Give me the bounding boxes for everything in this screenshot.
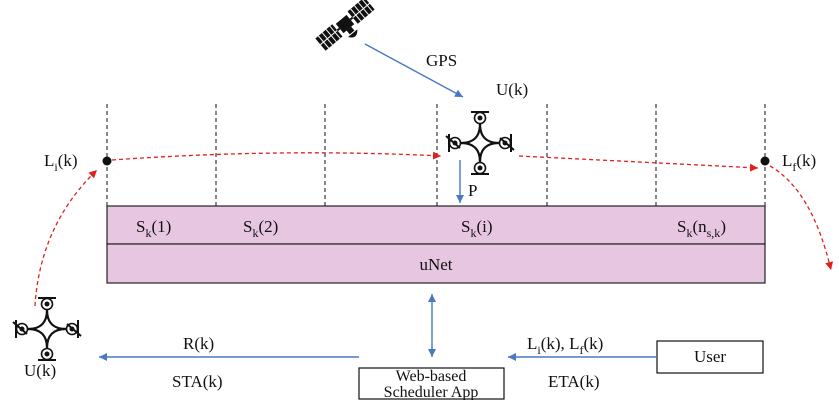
segments-band xyxy=(106,205,766,245)
segment-label-1: Sk(1) xyxy=(136,217,171,240)
satellite-icon xyxy=(315,0,375,51)
end-location-label: Lf(k) xyxy=(782,151,816,174)
user-label: User xyxy=(694,347,726,366)
segment-label-n: Sk(ns,k) xyxy=(677,217,726,240)
drone-bottom-label: U(k) xyxy=(24,361,56,380)
scheduler-line-1: Web-based xyxy=(396,368,467,385)
end-node xyxy=(760,156,770,166)
gps-arrow xyxy=(364,43,464,98)
sta-label: STA(k) xyxy=(172,372,223,391)
scheduler-app-box xyxy=(358,367,505,400)
segment-label-i: Sk(i) xyxy=(461,217,493,240)
scheduler-line-2: Scheduler App xyxy=(384,384,479,400)
segment-label-2: Sk(2) xyxy=(243,217,278,240)
start-node xyxy=(102,156,112,166)
start-location-label: Li(k) xyxy=(44,151,78,174)
drone-top-label: U(k) xyxy=(496,80,528,99)
flight-path-start xyxy=(111,151,442,161)
gps-label: GPS xyxy=(426,51,457,70)
unet-band xyxy=(106,243,766,284)
flight-path-exit xyxy=(769,165,834,271)
segment-dividers xyxy=(106,104,766,244)
drone-icon xyxy=(444,110,516,176)
flight-path-takeoff xyxy=(34,169,98,307)
eta-label: ETA(k) xyxy=(548,372,600,391)
user-box xyxy=(656,340,764,374)
p-label: P xyxy=(468,181,477,200)
unet-label: uNet xyxy=(419,255,452,274)
locations-request-label: Li(k), Lf(k) xyxy=(527,334,603,357)
route-label: R(k) xyxy=(183,334,214,353)
flight-path-mid xyxy=(518,155,759,172)
drone-icon-landed xyxy=(11,296,83,362)
